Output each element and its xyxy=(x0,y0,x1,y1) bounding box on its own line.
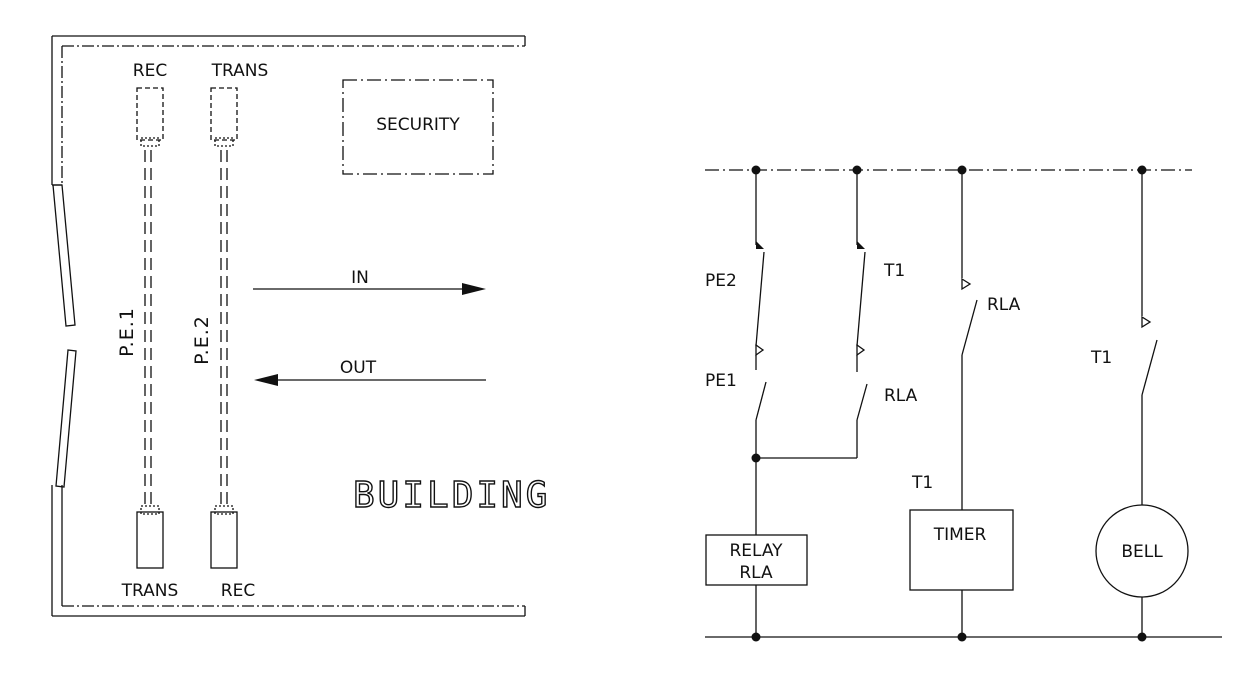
transmitter-bottom-label: TRANS xyxy=(121,581,179,601)
building-plan xyxy=(51,35,526,617)
pe1-contact-label: PE1 xyxy=(705,371,737,391)
t1-timer-label: T1 xyxy=(911,473,933,493)
rla-contact-label-2: RLA xyxy=(884,386,918,406)
out-label: OUT xyxy=(340,358,377,378)
receiver-top-label: REC xyxy=(133,61,167,81)
pe2-label: P.E.2 xyxy=(191,315,213,365)
receiver-top-sensor xyxy=(136,87,164,141)
building-label: BUILDING xyxy=(353,475,550,516)
junction-dots xyxy=(751,165,1147,642)
timer-label: TIMER xyxy=(933,525,987,545)
branch-relay xyxy=(755,170,767,637)
circuit-diagram xyxy=(705,169,1222,638)
branch-bell xyxy=(1141,170,1158,637)
timer-box xyxy=(909,509,1014,591)
pe2-contact-label: PE2 xyxy=(705,271,737,291)
transmitter-top-label: TRANS xyxy=(211,61,269,81)
relay-label-line2: RLA xyxy=(739,563,773,583)
t1-contact-label-1: T1 xyxy=(883,261,905,281)
t1-contact-label-2: T1 xyxy=(1090,348,1112,368)
security-label: SECURITY xyxy=(376,115,460,135)
beam-pe2 xyxy=(220,150,228,506)
branch-timer xyxy=(961,170,978,637)
bell-circle xyxy=(1095,504,1189,598)
bell-label: BELL xyxy=(1121,542,1163,562)
in-label: IN xyxy=(351,268,369,288)
door xyxy=(52,184,77,488)
branch-holding xyxy=(756,170,868,459)
beam-pe1 xyxy=(144,150,152,506)
transmitter-bottom-sensor xyxy=(136,511,164,569)
security-box xyxy=(342,79,494,175)
pe1-label: P.E.1 xyxy=(116,307,138,357)
relay-label-line1: RELAY xyxy=(729,541,783,561)
transmitter-top-sensor xyxy=(210,87,238,141)
relay-box xyxy=(705,534,808,586)
receiver-bottom-sensor xyxy=(210,511,238,569)
receiver-bottom-label: REC xyxy=(221,581,255,601)
rla-contact-label-1: RLA xyxy=(987,295,1021,315)
